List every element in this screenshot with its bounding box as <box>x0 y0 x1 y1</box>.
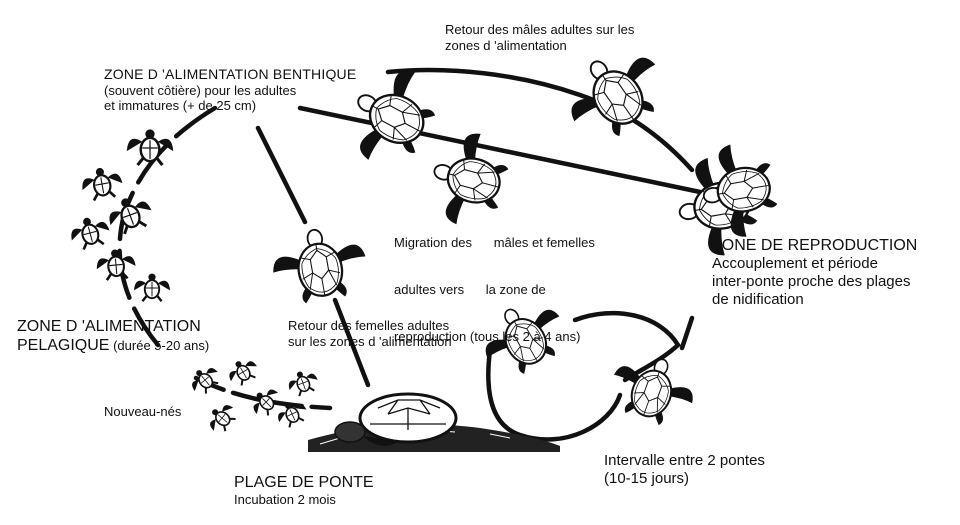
nesting-female-turtle <box>334 392 458 446</box>
internesting-loop-outer <box>486 347 623 442</box>
pelagic-zone-label: ZONE D 'ALIMENTATION PELAGIQUE (durée 5-… <box>17 317 209 355</box>
nesting-beach-title: PLAGE DE PONTE <box>234 474 374 491</box>
reproduction-zone-label: ZONE DE REPRODUCTION Accouplement et pér… <box>712 236 917 309</box>
internesting-interval-line2: (10-15 jours) <box>604 470 690 487</box>
reproduction-zone-title: ZONE DE REPRODUCTION <box>712 237 918 254</box>
reproduction-to-loop <box>679 315 695 351</box>
male-return-arc <box>385 67 695 173</box>
migration-label: Migration des mâles et femelles adultes … <box>394 204 595 360</box>
female-return-line <box>255 125 371 388</box>
turtle-internesting-2 <box>602 344 704 435</box>
migration-line2: adultes vers la zone de <box>394 281 546 297</box>
reproduction-zone-line3: de nidification <box>712 291 804 309</box>
turtle-female-returning <box>266 220 373 310</box>
pelagic-zone-caps: PELAGIQUE <box>17 337 110 355</box>
migration-line1: Migration des mâles et femelles <box>394 235 595 251</box>
migration-line <box>297 105 703 195</box>
benthic-zone-line1: (souvent côtière) pour les adultes <box>104 82 297 98</box>
internesting-interval-label: Intervalle entre 2 pontes (10-15 jours) <box>604 452 765 488</box>
pelagic-zone-duration: (durée 5-20 ans) <box>109 338 210 354</box>
internesting-interval-line1: Intervalle entre 2 pontes <box>604 452 765 469</box>
hatchling-turtles <box>184 353 322 438</box>
pelagic-zone-title: ZONE D 'ALIMENTATION <box>17 318 201 335</box>
female-return-line2: sur les zones d 'alimentation <box>288 333 452 349</box>
benthic-zone-line2: et immatures (+ de 25 cm) <box>104 98 257 114</box>
benthic-zone-label: ZONE D 'ALIMENTATION BENTHIQUE (souvent … <box>104 66 356 114</box>
reproduction-zone-line1: Accouplement et période <box>712 255 878 273</box>
migration-line3: reproduction (tous les 2 à 4 ans) <box>394 328 581 344</box>
reproduction-zone-line2: inter-ponte proche des plages <box>712 273 911 291</box>
male-return-label: Retour des mâles adultes sur les zones d… <box>445 22 634 53</box>
cycle-paths <box>117 67 703 442</box>
female-return-line1: Retour des femelles adultes <box>288 318 450 333</box>
female-return-label: Retour des femelles adultes sur les zone… <box>288 318 452 349</box>
male-return-line2: zones d 'alimentation <box>445 37 567 53</box>
internesting-loop-inner <box>572 310 681 383</box>
hatchlings-label: Nouveau-nés <box>104 404 182 419</box>
nesting-beach-label: PLAGE DE PONTE Incubation 2 mois <box>234 473 374 508</box>
juvenile-turtles <box>65 127 175 303</box>
benthic-zone-title: ZONE D 'ALIMENTATION BENTHIQUE <box>104 66 357 82</box>
nesting-beach-incubation: Incubation 2 mois <box>234 492 336 508</box>
male-return-line1: Retour des mâles adultes sur les <box>445 22 635 37</box>
